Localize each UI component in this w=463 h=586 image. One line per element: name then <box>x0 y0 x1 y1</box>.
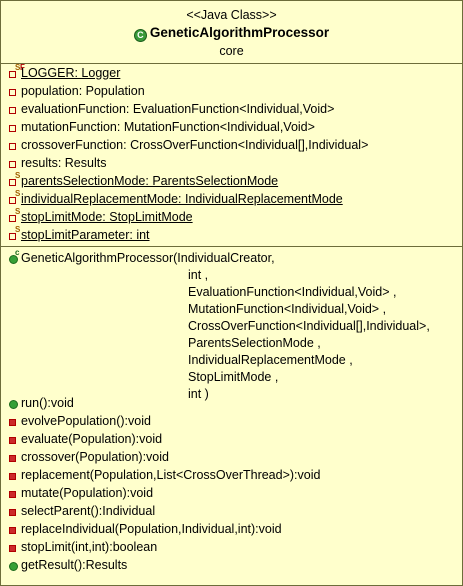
field-row[interactable]: crossoverFunction: CrossOverFunction<Ind… <box>7 137 368 154</box>
private-field-icon <box>7 83 21 100</box>
private-field-icon <box>7 137 21 154</box>
private-method-icon <box>7 503 21 520</box>
class-icon: C <box>133 29 147 42</box>
private-method-icon <box>7 413 21 430</box>
method-row[interactable]: mutate(Population):void <box>7 485 153 502</box>
constructor-param: MutationFunction<Individual,Void> , <box>188 302 387 316</box>
private-field-icon <box>7 119 21 136</box>
field-row[interactable]: results: Results <box>7 155 106 172</box>
private-method-icon <box>7 521 21 538</box>
field-row[interactable]: mutationFunction: MutationFunction<Indiv… <box>7 119 315 136</box>
constructor-param: StopLimitMode , <box>188 370 279 384</box>
method-row[interactable]: selectParent():Individual <box>7 503 155 520</box>
private-method-icon <box>7 431 21 448</box>
method-row[interactable]: run():void <box>7 395 74 412</box>
method-row[interactable]: replaceIndividual(Population,Individual,… <box>7 521 282 538</box>
stereotype-label: <<Java Class>> <box>186 8 277 22</box>
public-constructor-icon: c <box>7 248 21 267</box>
constructor-param: EvaluationFunction<Individual,Void> , <box>188 285 397 299</box>
method-row[interactable]: crossover(Population):void <box>7 449 169 466</box>
constructor-param: int , <box>188 268 209 282</box>
field-row[interactable]: evaluationFunction: EvaluationFunction<I… <box>7 101 334 118</box>
package-name: core <box>219 44 244 58</box>
method-row[interactable]: getResult():Results <box>7 557 127 574</box>
public-method-icon <box>7 395 21 412</box>
private-method-icon <box>7 467 21 484</box>
private-field-icon <box>7 101 21 118</box>
field-row[interactable]: population: Population <box>7 83 145 100</box>
method-row[interactable]: replacement(Population,List<CrossOverThr… <box>7 467 320 484</box>
private-method-icon <box>7 449 21 466</box>
private-field-icon <box>7 155 21 172</box>
private-method-icon <box>7 485 21 502</box>
private-static-field-icon: S <box>7 207 21 226</box>
constructor-param: CrossOverFunction<Individual[],Individua… <box>188 319 430 333</box>
class-name: GeneticAlgorithmProcessor <box>149 25 330 40</box>
private-static-field-icon: S <box>7 171 21 190</box>
fields-divider <box>1 246 462 247</box>
header-divider <box>1 63 462 64</box>
private-static-field-icon: S <box>7 189 21 208</box>
private-static-field-icon: S <box>7 225 21 244</box>
constructor-param: int ) <box>188 387 209 401</box>
method-row[interactable]: evolvePopulation():void <box>7 413 151 430</box>
public-method-icon <box>7 557 21 574</box>
private-method-icon <box>7 539 21 556</box>
constructor-param: IndividualReplacementMode , <box>188 353 353 367</box>
method-row[interactable]: stopLimit(int,int):boolean <box>7 539 157 556</box>
method-row[interactable]: evaluate(Population):void <box>7 431 162 448</box>
constructor-param: ParentsSelectionMode , <box>188 336 321 350</box>
